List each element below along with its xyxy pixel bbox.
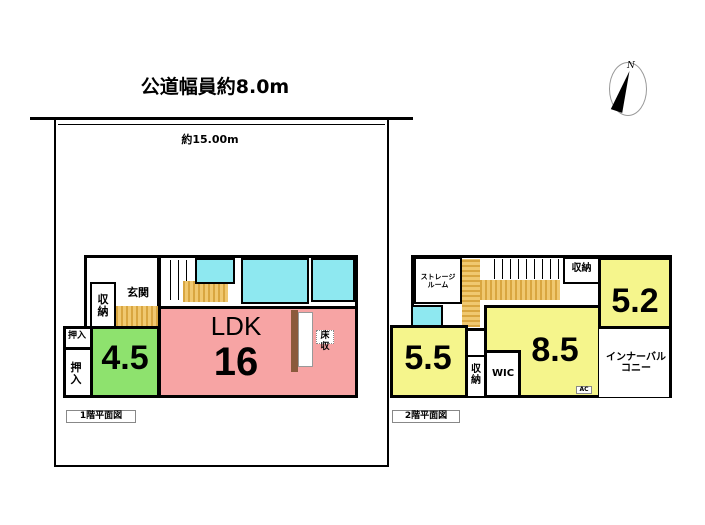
bathroom (311, 258, 355, 302)
frontage-dimension-line (58, 124, 385, 125)
inner-balcony-label: インナーバルコニー (606, 352, 666, 374)
ldk-room (158, 306, 358, 398)
storage-room (90, 282, 116, 330)
ldk-size: 16 (213, 340, 259, 384)
closet-large-label: 押入 (70, 361, 82, 387)
lot-boundary-left (54, 117, 56, 467)
stairs (487, 259, 560, 279)
lot-boundary-right (387, 117, 389, 467)
floor2-label: 2階平面図 (392, 410, 460, 423)
inner-balcony (598, 326, 672, 398)
compass-icon (609, 62, 647, 116)
entrance-floor (116, 306, 158, 328)
compass-north-label: N (627, 61, 635, 71)
closet-divider (65, 347, 90, 350)
closet-small-label: 押入 (67, 331, 86, 341)
room-5-5-size: 5.5 (404, 339, 452, 377)
japanese-room (90, 326, 160, 398)
storage-room (414, 257, 462, 304)
storage-small-label: 収納 (471, 364, 481, 386)
wic-label: WIC (491, 368, 515, 379)
floor1-label: 1階平面図 (66, 410, 136, 423)
storage-top-label: 収納 (571, 263, 592, 274)
stairs-landing (183, 281, 228, 302)
wic (484, 350, 521, 398)
floor-storage-label: 床収 (316, 330, 334, 352)
japanese-room-size: 4.5 (101, 339, 149, 377)
entrance-label: 玄関 (127, 286, 149, 299)
kitchen-counter (291, 310, 298, 372)
lot-boundary-bottom (54, 465, 389, 467)
room-8-5-size: 8.5 (531, 331, 579, 369)
road-line (30, 117, 413, 120)
toilet (195, 258, 235, 284)
road-width-label: 公道幅員約8.0m (140, 76, 290, 98)
storage-label: 収納 (97, 293, 109, 319)
storage-room-label: ストレージルーム (420, 273, 456, 289)
toilet (411, 305, 443, 327)
frontage-label: 約15.00m (181, 133, 239, 146)
ldk-label: LDK (210, 311, 262, 341)
kitchen-unit (298, 312, 313, 367)
ac-label: AC (576, 386, 592, 394)
stairs-landing-vertical (462, 259, 480, 327)
room-5-5 (390, 325, 468, 398)
storage-top (563, 257, 600, 284)
room-5-2 (598, 257, 672, 329)
washroom (241, 258, 309, 304)
room-5-2-size: 5.2 (611, 282, 659, 320)
stairs-landing-horizontal (480, 280, 560, 300)
